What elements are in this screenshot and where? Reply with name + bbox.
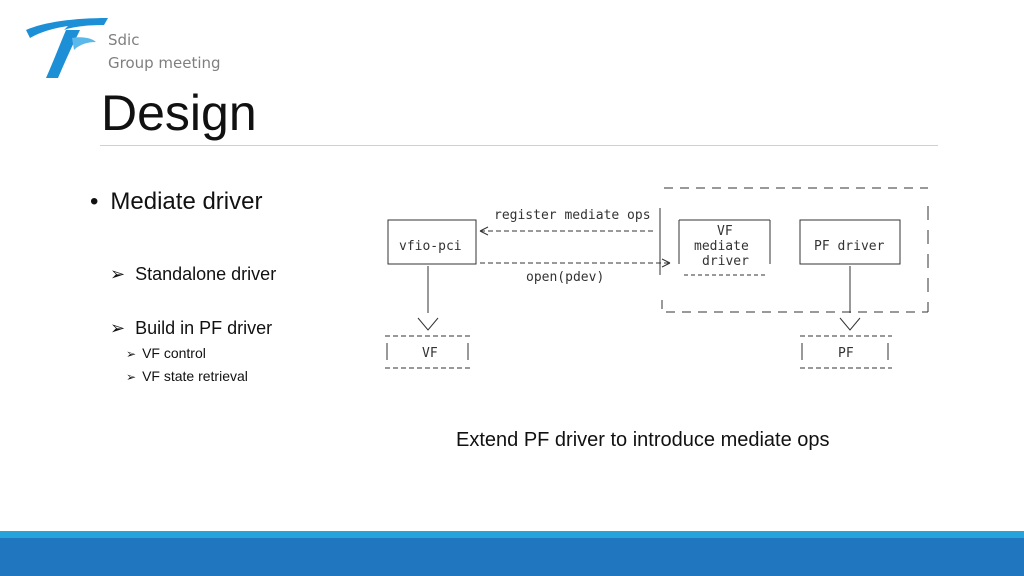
arrow-bullet-icon: ➢ — [126, 370, 137, 384]
vfio-pci-label: vfio-pci — [399, 239, 462, 254]
arrow-bullet-icon: ➢ — [126, 347, 137, 361]
bullet-vf-control: ➢ VF control — [126, 345, 206, 361]
footer-accent-bar — [0, 531, 1024, 538]
title-divider — [100, 145, 938, 146]
diagram-caption: Extend PF driver to introduce mediate op… — [456, 429, 830, 451]
arrow-bullet-icon: ➢ — [110, 264, 126, 284]
pf-box-label: PF — [838, 346, 854, 361]
footer-bar — [0, 538, 1024, 576]
bullet-vf-state-retrieval: ➢ VF state retrieval — [126, 368, 248, 384]
pf-driver-label: PF driver — [814, 239, 885, 254]
vf-box-label: VF — [422, 346, 438, 361]
bullet-text: Standalone driver — [135, 264, 277, 284]
register-ops-label: register mediate ops — [494, 208, 651, 223]
bullet-standalone-driver: ➢ Standalone driver — [110, 264, 276, 285]
bullet-text: VF control — [142, 345, 206, 361]
bullet-dot-icon: • — [90, 188, 99, 215]
vf-mediate-line1: VF — [717, 224, 733, 239]
org-label: Sdic Group meeting — [108, 29, 221, 75]
org-subtitle: Group meeting — [108, 54, 221, 72]
vf-mediate-line3: driver — [702, 254, 749, 269]
bullet-text: Mediate driver — [110, 188, 263, 215]
bullet-build-in-pf-driver: ➢ Build in PF driver — [110, 318, 272, 339]
bullet-text: VF state retrieval — [142, 368, 248, 384]
architecture-diagram: vfio-pci register mediate ops open(pdev)… — [385, 187, 929, 369]
vf-mediate-line2: mediate — [694, 239, 749, 254]
arrow-bullet-icon: ➢ — [110, 318, 126, 338]
open-pdev-label: open(pdev) — [526, 270, 604, 285]
sdic-logo-icon — [26, 18, 108, 78]
bullet-mediate-driver: • Mediate driver — [90, 188, 262, 216]
org-name: Sdic — [108, 31, 140, 49]
page-title: Design — [101, 85, 257, 141]
bullet-text: Build in PF driver — [135, 318, 273, 338]
